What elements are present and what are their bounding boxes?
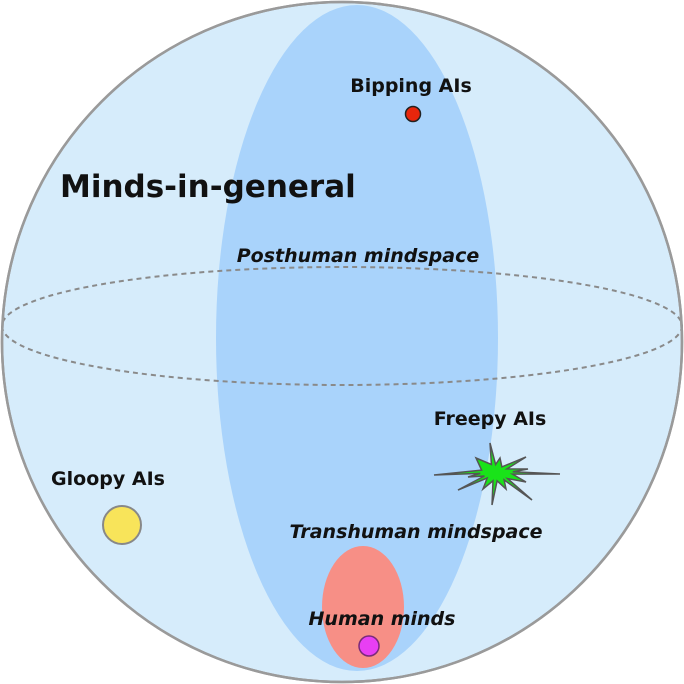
posthuman-region: [216, 5, 498, 671]
transhuman-label: Transhuman mindspace: [289, 521, 542, 543]
diagram-title: Minds-in-general: [60, 169, 356, 205]
bipping-ai-label: Bipping AIs: [350, 75, 472, 97]
freepy-ai-star: [433, 442, 561, 506]
human-minds-dot: [358, 635, 380, 657]
gloopy-ai-label: Gloopy AIs: [51, 468, 165, 490]
human-minds-label: Human minds: [309, 608, 456, 630]
freepy-ai-label: Freepy AIs: [434, 408, 547, 430]
transhuman-region: [322, 546, 404, 668]
posthuman-label: Posthuman mindspace: [237, 245, 480, 267]
gloopy-ai-dot: [102, 505, 142, 545]
bipping-ai-dot: [404, 105, 422, 123]
